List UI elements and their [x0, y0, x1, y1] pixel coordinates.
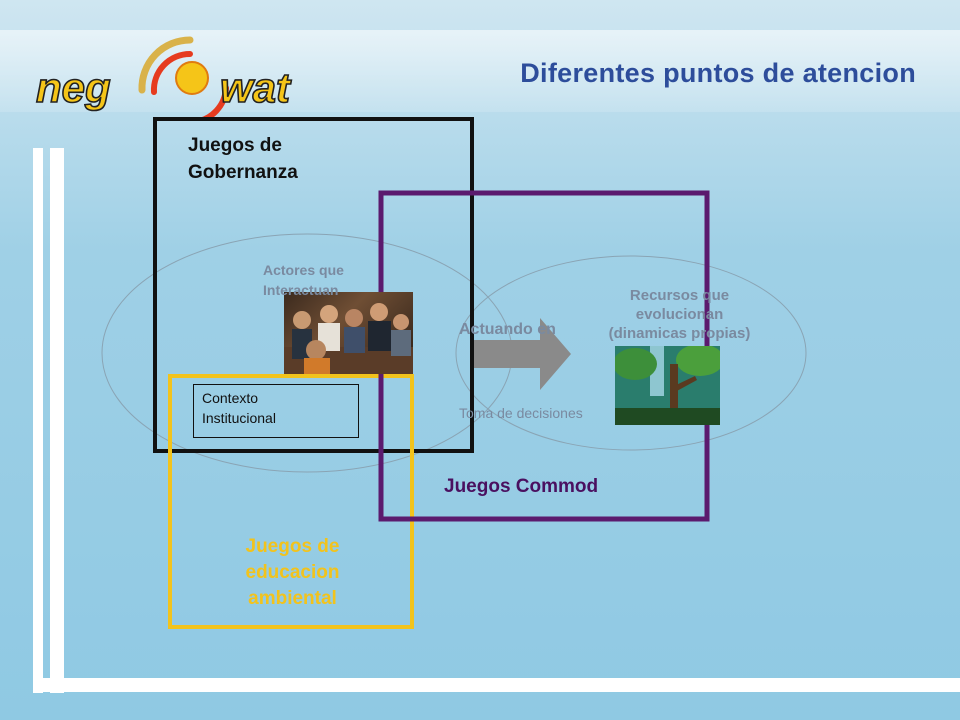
context-line: Contexto — [202, 390, 259, 406]
forest-photo — [615, 346, 720, 425]
arrow-right-icon — [474, 318, 571, 390]
education-games-frame — [168, 374, 414, 629]
institutional-context-box: Contexto Institucional — [193, 384, 359, 438]
governance-games-frame — [153, 117, 474, 453]
acting-on-label: Actuando en — [459, 321, 556, 338]
frame-left-bar — [50, 148, 64, 693]
logo-text-left: neg — [36, 64, 111, 111]
frame-left-bar — [33, 148, 43, 693]
negowat-logo: neg wat — [35, 36, 293, 118]
actors-label-line: Actores que — [263, 262, 344, 278]
governance-games-label: Juegos de Gobernanza — [188, 132, 298, 186]
context-line: Institucional — [202, 410, 276, 426]
governance-games-line: Gobernanza — [188, 162, 298, 183]
frame-bottom-bar — [33, 678, 960, 692]
actors-label: Actores que Interactuan — [263, 260, 344, 300]
education-label-line: ambiental — [248, 588, 337, 609]
education-label-line: educacion — [245, 562, 340, 583]
logo-signal-icon — [175, 61, 209, 95]
education-label-line: Juegos de — [245, 536, 340, 557]
decision-making-label: Toma de decisiones — [459, 405, 583, 421]
resources-label-line: evolucionan — [635, 306, 724, 323]
page-title: Diferentes puntos de atencion — [520, 58, 916, 88]
environmental-education-games-label: Juegos de educacion ambiental — [180, 534, 405, 612]
commod-games-label: Juegos Commod — [444, 476, 599, 497]
governance-games-line: Juegos de — [188, 135, 282, 156]
actors-label-line: Interactuan — [263, 282, 339, 298]
resources-label-line: Recursos que — [629, 287, 730, 304]
resources-label-line: (dinamicas propias) — [608, 325, 751, 342]
resources-ellipse — [455, 255, 807, 451]
logo-text-right: wat — [220, 64, 292, 111]
resources-label: Recursos que evolucionan (dinamicas prop… — [582, 286, 777, 343]
people-meeting-photo — [284, 292, 413, 374]
